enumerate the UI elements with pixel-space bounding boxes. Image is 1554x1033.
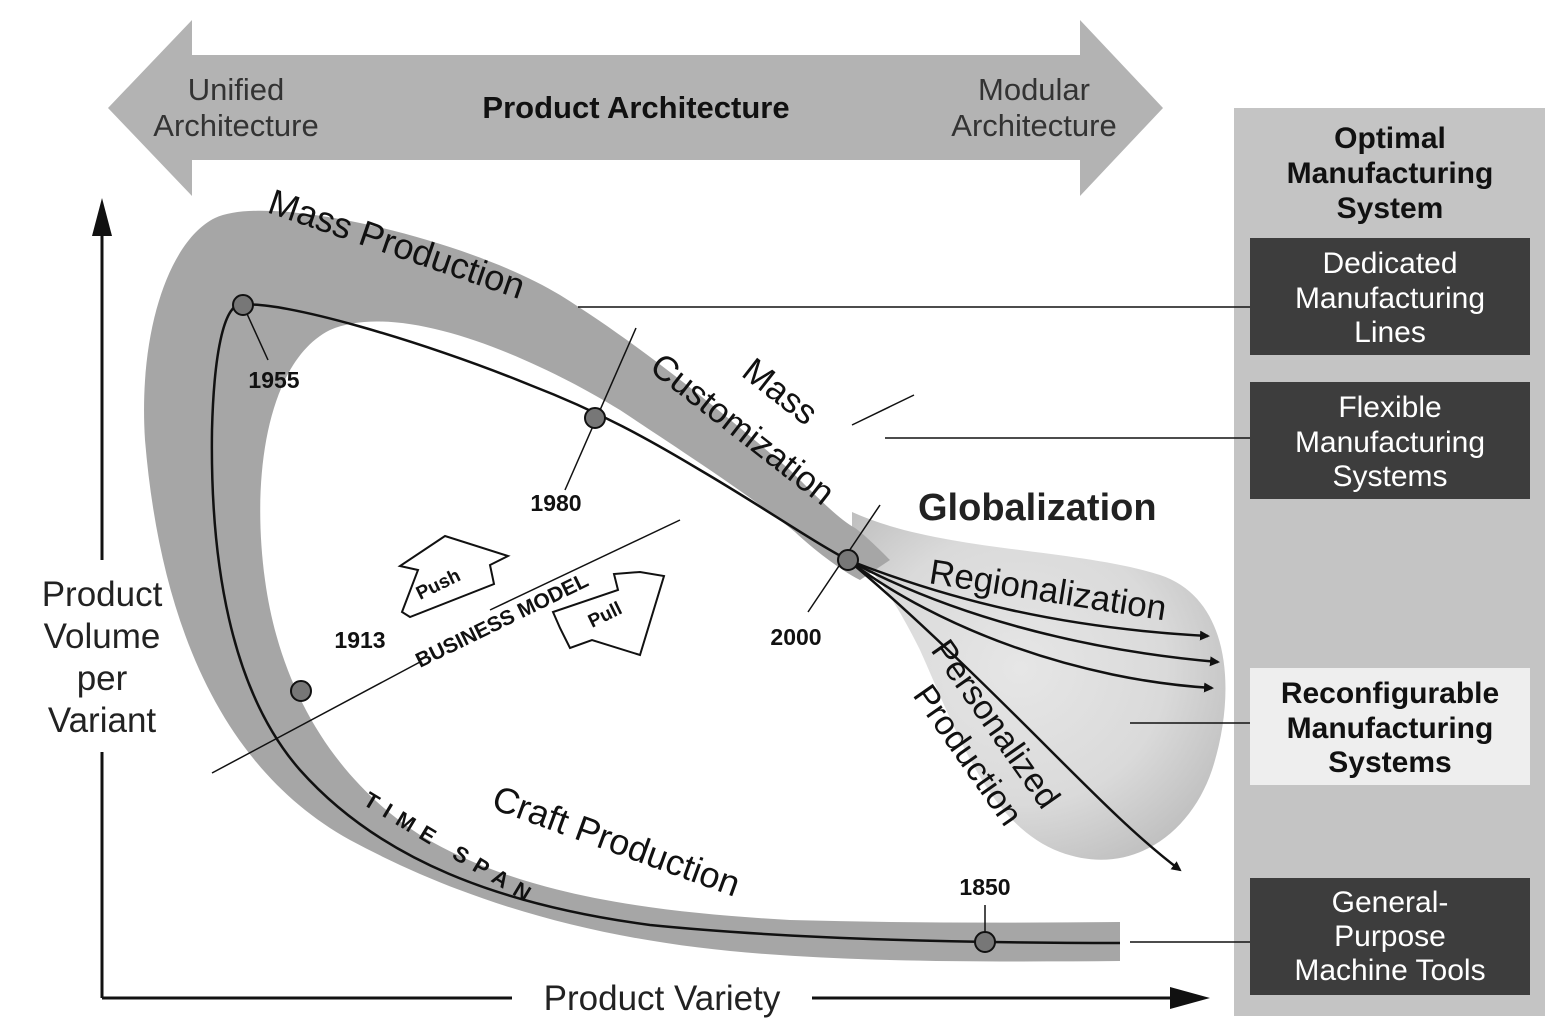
personalization-blob [852,512,1226,860]
year-2000: 2000 [770,624,821,650]
dedicated-box [1250,238,1530,355]
pull-arrow [551,570,666,657]
node-2000 [837,549,859,571]
flexible-line-1: Flexible [1338,391,1441,424]
year-1850: 1850 [959,874,1010,900]
business-model-line [489,519,681,611]
personalized-arrow [847,559,1182,872]
node-1913 [290,680,312,702]
general-purpose-line-2: Purpose [1334,920,1446,953]
product-architecture-arrow [108,20,1163,196]
time-span-curve [210,303,1121,945]
panel-header-2: Manufacturing [1287,157,1494,190]
regionalization-arrow-2 [847,558,1220,667]
divider-mass-customization [851,394,915,426]
dedicated-line-2: Manufacturing [1295,282,1485,315]
flexible-box [1250,382,1530,499]
year-1980: 1980 [530,490,581,516]
y-axis-label-3: per [77,659,128,698]
y-axis-label-4: Variant [48,701,157,740]
general-purpose-box [1250,878,1530,995]
x-axis-arrowhead [1170,987,1210,1009]
unified-label-2: Architecture [153,108,318,143]
flexible-line-2: Manufacturing [1295,426,1485,459]
modular-label-1: Modular [978,72,1090,107]
unified-label-1: Unified [188,72,285,107]
dedicated-line-3: Lines [1354,316,1426,349]
panel-header-3: System [1337,192,1444,225]
product-architecture-title: Product Architecture [482,90,789,125]
general-purpose-line-1: General- [1332,886,1449,919]
x-axis-label: Product Variety [544,979,781,1018]
reconfigurable-line-3: Systems [1328,746,1451,779]
year-1955: 1955 [248,367,299,393]
node-1955 [232,294,254,316]
panel-header-1: Optimal [1334,122,1446,155]
regionalization-arrow-3 [847,559,1214,693]
reconfigurable-line-1: Reconfigurable [1281,677,1499,710]
paradigm-band [144,210,1120,962]
node-1980 [584,407,606,429]
year-1913: 1913 [334,627,385,653]
regionalization-arrow-1 [847,558,1210,641]
y-axis-label-2: Volume [44,617,161,656]
reconfigurable-box [1250,668,1530,785]
node-1850 [974,931,996,953]
y-axis-label-1: Product [42,575,163,614]
globalization-label: Globalization [918,487,1157,529]
general-purpose-line-3: Machine Tools [1294,954,1485,987]
push-arrow [397,534,511,619]
y-axis-arrowhead [92,198,112,236]
divider-1913 [211,661,421,774]
modular-label-2: Architecture [951,108,1116,143]
reconfigurable-line-2: Manufacturing [1287,712,1494,745]
dedicated-line-1: Dedicated [1322,247,1457,280]
flexible-line-3: Systems [1332,460,1447,493]
